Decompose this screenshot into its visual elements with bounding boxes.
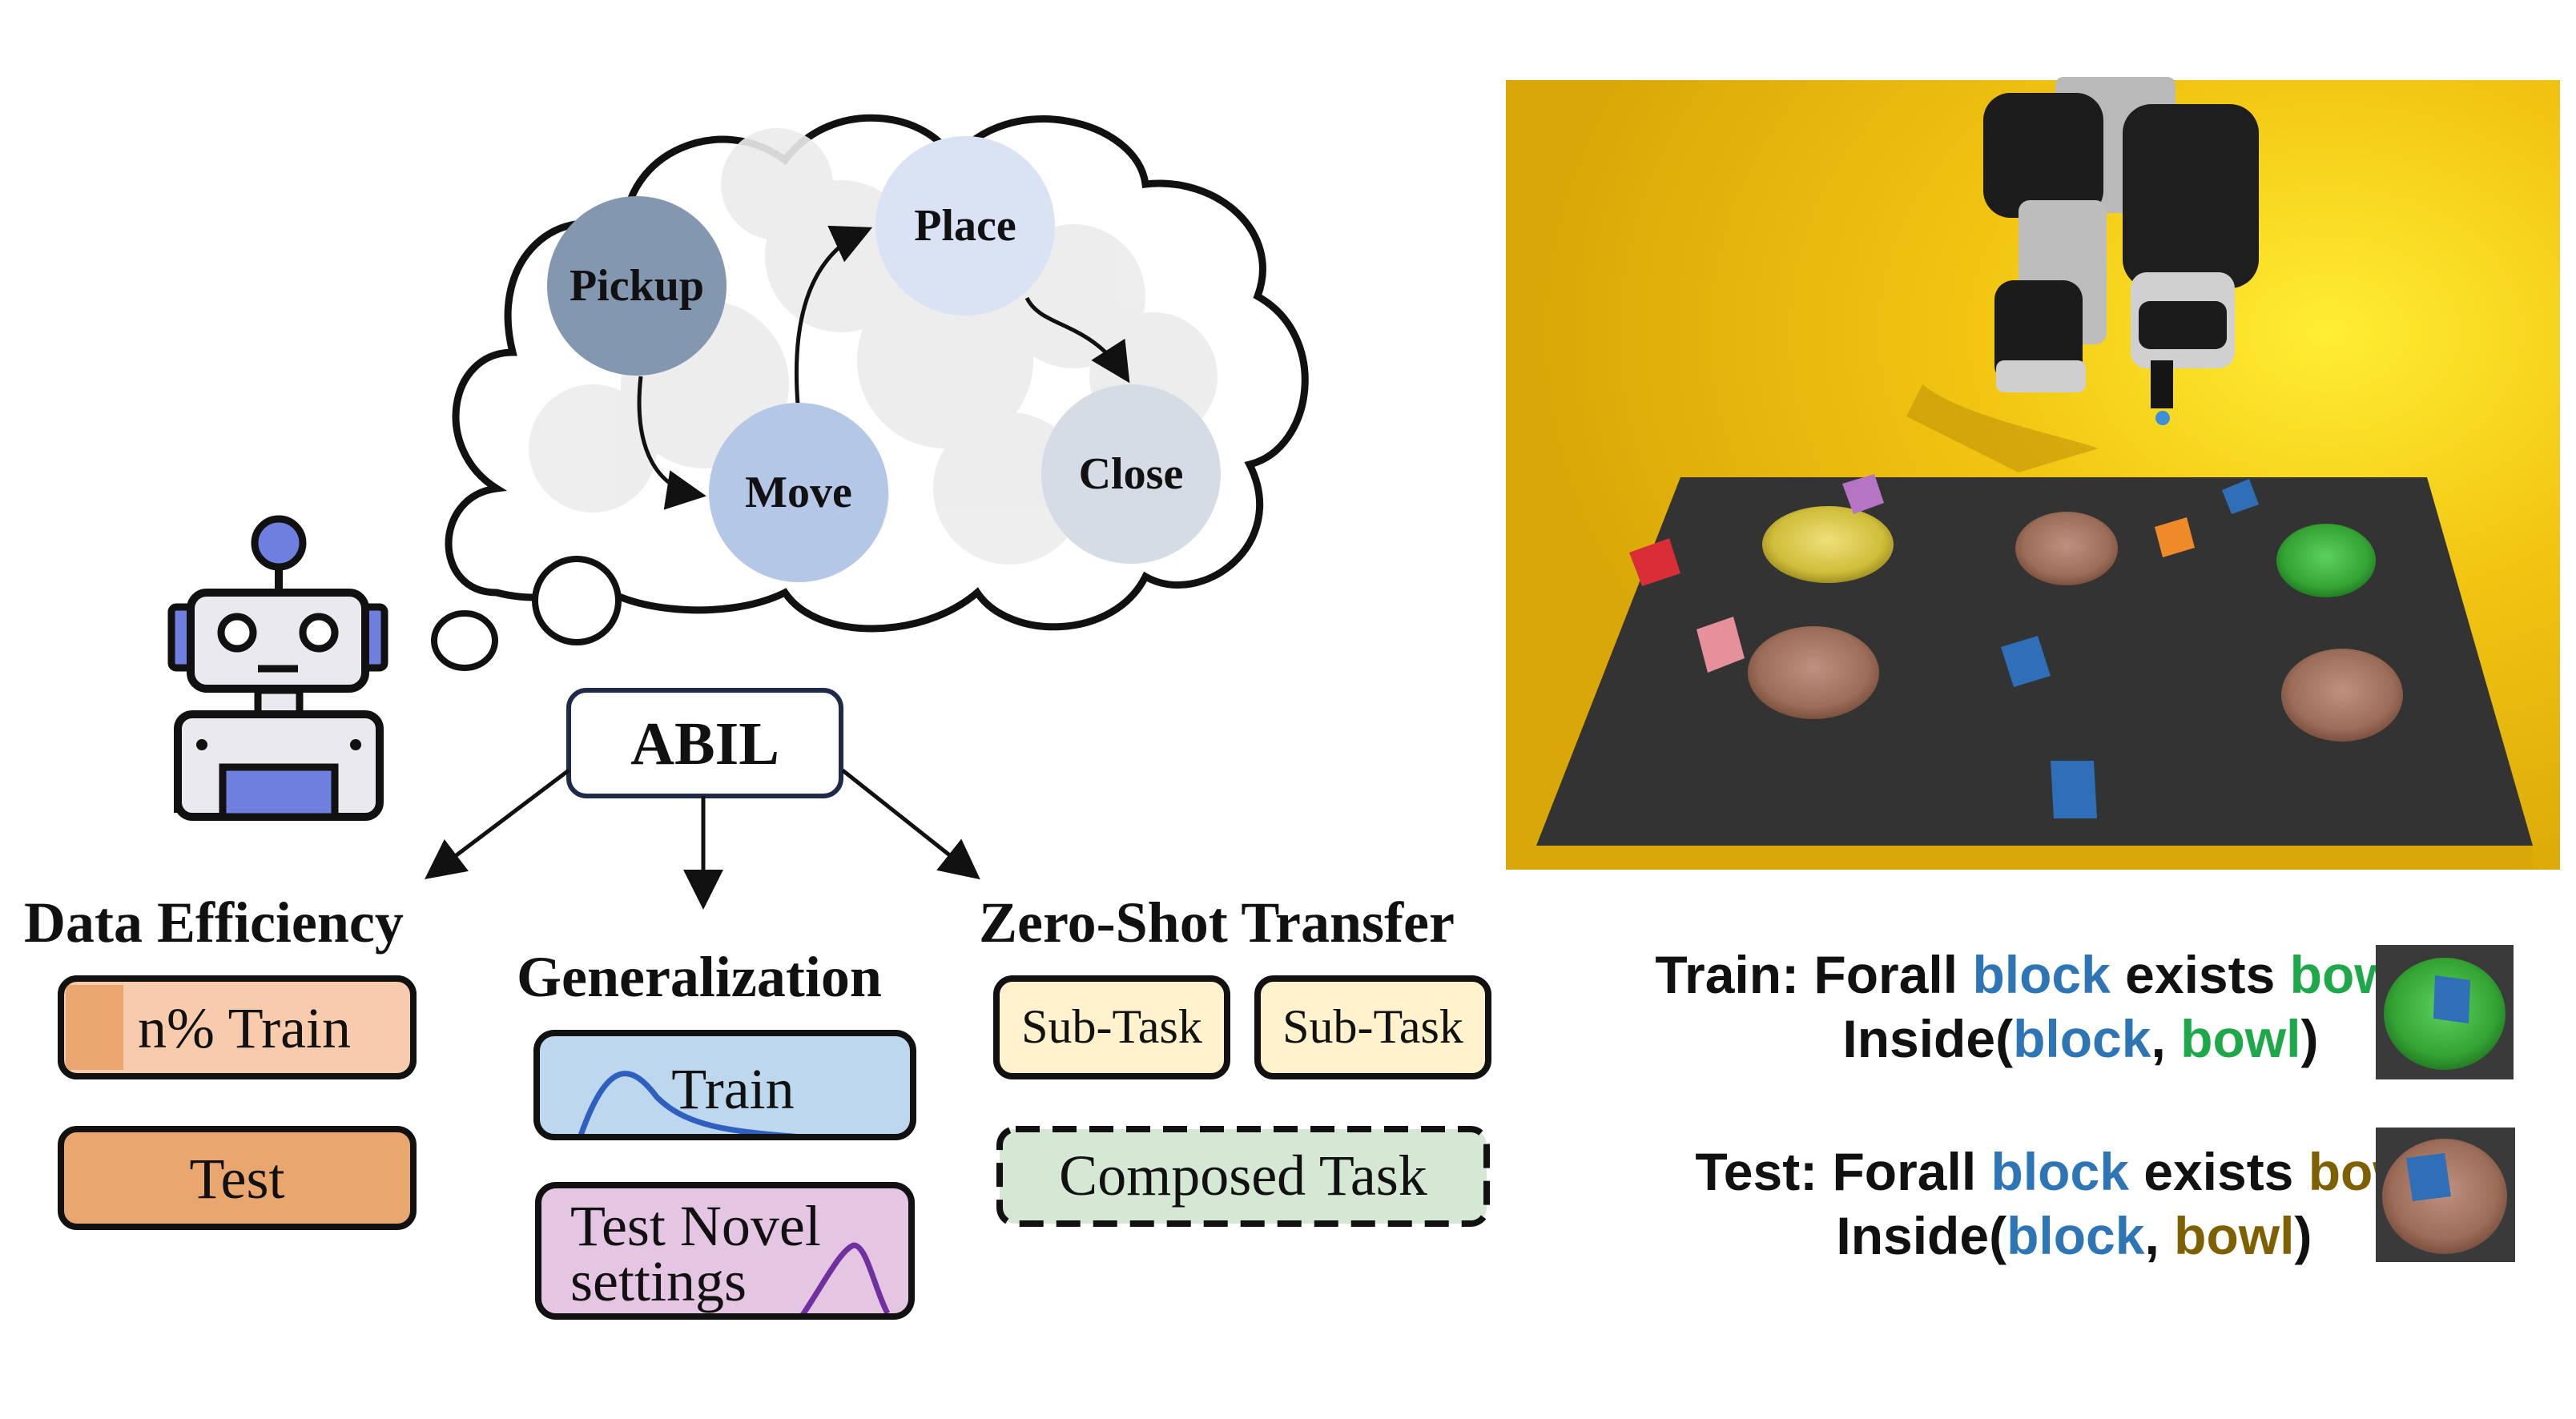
brown-bowl-thumbnail	[2376, 1128, 2515, 1262]
test-spec-sep: ,	[2144, 1206, 2174, 1265]
subtask-label-2: Sub-Task	[1282, 1000, 1463, 1053]
generalization-test-line1: Test Novel	[570, 1194, 821, 1258]
subtask-label-1: Sub-Task	[1021, 1000, 1202, 1053]
data-efficiency-test-label: Test	[190, 1147, 285, 1211]
subtask-box-2: Sub-Task	[1254, 975, 1491, 1079]
block-red	[1629, 538, 1680, 586]
train-spec: Train: Forall block exists bowl Inside(b…	[1552, 945, 2484, 1068]
bowl-brown-2	[1748, 626, 1879, 719]
generalization-test-line2: settings	[570, 1249, 747, 1313]
node-place: Place	[875, 136, 1055, 316]
test-spec-line1: Test: Forall block exists bowl	[1592, 1142, 2502, 1201]
block-purple	[1842, 474, 1884, 514]
bowl-yellow	[1762, 506, 1894, 583]
robot-arm-scene	[1506, 77, 2560, 870]
robot-icon	[167, 515, 388, 821]
train-spec-inside: Inside(	[1842, 1009, 2013, 1068]
node-place-label: Place	[914, 201, 1016, 251]
generalization-test-box: Test Novel settings	[535, 1182, 915, 1320]
node-pickup: Pickup	[547, 196, 727, 376]
data-efficiency-test-box: Test	[58, 1126, 417, 1230]
test-spec-line2: Inside(block, bowl)	[1733, 1206, 2385, 1265]
test-spec-exists: exists	[2129, 1142, 2308, 1201]
generalization-train-label: Train	[671, 1057, 794, 1121]
n-percent-train-box: n% Train	[58, 975, 417, 1079]
train-spec-sep: ,	[2151, 1009, 2180, 1068]
test-spec-block: block	[1991, 1142, 2130, 1201]
block-pink	[1697, 617, 1745, 673]
train-spec-prefix: Train: Forall	[1655, 945, 1972, 1004]
test-spec-prefix: Test: Forall	[1695, 1142, 1990, 1201]
test-spec: Test: Forall block exists bowl Inside(bl…	[1592, 1142, 2502, 1265]
block-orange	[2155, 517, 2195, 557]
block-blue-2	[2001, 636, 2051, 687]
block-blue-1	[2222, 479, 2259, 514]
block-blue-3	[2051, 761, 2097, 818]
node-close-label: Close	[1079, 449, 1184, 499]
abil-box: ABIL	[566, 688, 843, 798]
green-bowl-thumbnail	[2376, 945, 2514, 1079]
train-spec-block: block	[1972, 945, 2111, 1004]
bowl-green	[2276, 524, 2376, 597]
composed-task-box: Composed Task	[996, 1126, 1490, 1227]
node-move-label: Move	[745, 468, 852, 517]
data-efficiency-title: Data Efficiency	[24, 890, 404, 955]
abil-arrows	[425, 769, 980, 910]
train-spec-close: )	[2300, 1009, 2318, 1068]
node-move: Move	[709, 403, 888, 582]
bowl-brown-1	[2015, 512, 2118, 585]
thought-cloud-icon	[431, 114, 1309, 671]
bowl-brown-3	[2281, 649, 2403, 742]
subtask-box-1: Sub-Task	[993, 975, 1230, 1079]
generalization-train-box: Train	[533, 1030, 916, 1140]
state-transition-arrows	[637, 225, 1130, 510]
train-spec-line1: Train: Forall block exists bowl	[1552, 945, 2484, 1004]
test-spec-inside-bowl: bowl	[2174, 1206, 2294, 1265]
test-spec-close: )	[2294, 1206, 2312, 1265]
test-spec-inside: Inside(	[1836, 1206, 2006, 1265]
composed-task-label: Composed Task	[1059, 1144, 1427, 1208]
train-spec-exists: exists	[2111, 945, 2290, 1004]
train-spec-inside-block: block	[2013, 1009, 2151, 1068]
train-spec-inside-bowl: bowl	[2180, 1009, 2300, 1068]
test-spec-inside-block: block	[2006, 1206, 2145, 1265]
generalization-title: Generalization	[517, 945, 882, 1009]
n-percent-train-label: n% Train	[138, 996, 351, 1060]
robot-arm	[1983, 77, 2259, 425]
node-close: Close	[1041, 384, 1221, 564]
abil-label: ABIL	[630, 710, 779, 778]
node-pickup-label: Pickup	[570, 261, 704, 311]
zero-shot-title: Zero-Shot Transfer	[979, 890, 1455, 955]
train-spec-line2: Inside(block, bowl)	[1740, 1009, 2392, 1068]
